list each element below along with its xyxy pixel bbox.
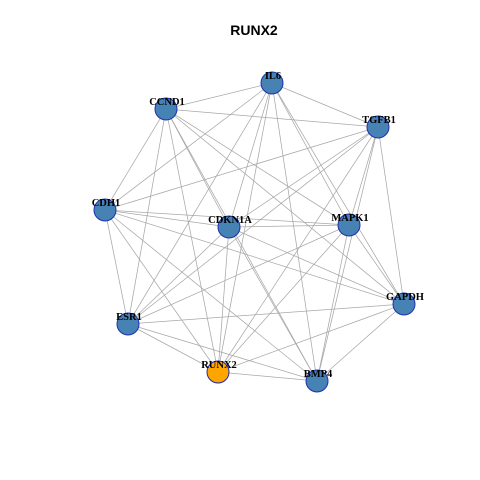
edge-mapk1-bmp4 [316, 224, 350, 382]
edge-ccnd1-mapk1 [165, 108, 350, 226]
edge-tgfb1-gapdh [377, 126, 405, 305]
node-runx2 [206, 360, 230, 384]
edge-il6-esr1 [127, 82, 273, 325]
node-mapk1 [337, 213, 361, 237]
edge-ccnd1-bmp4 [165, 108, 318, 382]
edge-gapdh-bmp4 [316, 303, 405, 382]
edge-tgfb1-mapk1 [348, 126, 379, 226]
edge-il6-runx2 [217, 82, 273, 373]
edge-tgfb1-cdkn1a [228, 126, 379, 228]
node-label-esr1: ESR1 [116, 312, 142, 323]
edge-esr1-bmp4 [127, 323, 318, 382]
edge-cdkn1a-esr1 [127, 226, 230, 325]
node-label-runx2: RUNX2 [201, 360, 237, 371]
edge-cdh1-bmp4 [104, 209, 318, 382]
edge-ccnd1-esr1 [127, 108, 167, 325]
edge-runx2-bmp4 [217, 371, 318, 382]
edge-ccnd1-runx2 [165, 108, 219, 373]
node-cdh1 [93, 198, 117, 222]
edge-tgfb1-cdh1 [104, 126, 379, 211]
edge-cdkn1a-runx2 [217, 226, 230, 373]
edge-cdh1-gapdh [104, 209, 405, 305]
plot-title: RUNX2 [230, 22, 278, 38]
node-esr1 [116, 312, 140, 336]
node-bmp4 [305, 369, 329, 393]
node-label-bmp4: BMP4 [304, 369, 333, 380]
node-label-ccnd1: CCND1 [149, 97, 185, 108]
edge-tgfb1-esr1 [127, 126, 379, 325]
edge-il6-cdh1 [104, 82, 273, 211]
edge-cdh1-esr1 [104, 209, 129, 325]
node-il6 [260, 71, 284, 95]
node-ccnd1 [154, 97, 178, 121]
node-label-gapdh: GAPDH [386, 292, 424, 303]
edge-ccnd1-tgfb1 [165, 108, 379, 128]
edge-esr1-runx2 [127, 323, 219, 373]
edge-il6-tgfb1 [271, 82, 379, 128]
edge-il6-mapk1 [271, 82, 350, 226]
edge-gapdh-runx2 [217, 303, 405, 373]
edge-mapk1-gapdh [348, 224, 405, 305]
edges-layer [104, 82, 405, 382]
edge-il6-bmp4 [271, 82, 318, 382]
node-label-tgfb1: TGFB1 [362, 115, 396, 126]
node-label-il6: IL6 [265, 71, 281, 82]
node-tgfb1 [366, 115, 390, 139]
edge-mapk1-esr1 [127, 224, 350, 325]
node-label-cdh1: CDH1 [92, 198, 121, 209]
edge-ccnd1-cdh1 [104, 108, 167, 211]
node-cdkn1a [217, 215, 241, 239]
edge-cdh1-cdkn1a [104, 209, 230, 228]
edge-cdkn1a-mapk1 [228, 224, 350, 228]
edge-cdkn1a-gapdh [228, 226, 405, 305]
node-gapdh [392, 292, 416, 316]
nodes-layer [93, 71, 416, 393]
edge-cdkn1a-bmp4 [228, 226, 318, 382]
node-label-cdkn1a: CDKN1A [208, 215, 252, 226]
edge-gapdh-esr1 [127, 303, 405, 325]
edge-tgfb1-runx2 [217, 126, 379, 373]
node-label-mapk1: MAPK1 [331, 213, 368, 224]
edge-mapk1-runx2 [217, 224, 350, 373]
edge-ccnd1-gapdh [165, 108, 405, 305]
edge-il6-ccnd1 [165, 82, 273, 110]
edge-cdh1-runx2 [104, 209, 219, 373]
edge-tgfb1-bmp4 [316, 126, 379, 382]
edge-il6-cdkn1a [228, 82, 273, 228]
